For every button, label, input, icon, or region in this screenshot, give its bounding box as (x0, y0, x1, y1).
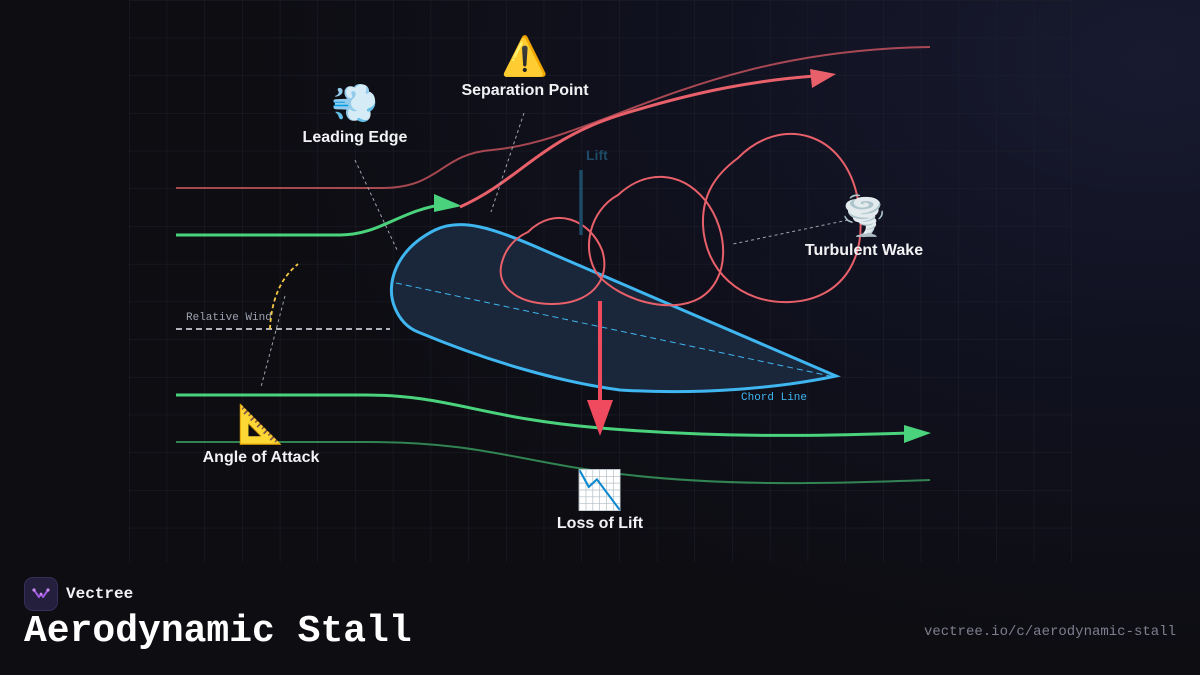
airfoil-shape (389, 223, 841, 394)
triangular-ruler-icon: 📐 (237, 402, 284, 446)
brand-name: Vectree (66, 585, 134, 603)
angle-of-attack-arc (269, 263, 299, 330)
loss-of-lift-arrowhead (587, 400, 613, 436)
leading-edge-leader (354, 159, 399, 253)
lift-label: Lift (586, 147, 608, 163)
upper-attached-streamline (176, 202, 447, 237)
leading-edge-label: Leading Edge (303, 129, 408, 146)
warning-icon: ⚠️ (501, 34, 548, 78)
vortex-medium (587, 175, 725, 307)
loss-of-lift-label: Loss of Lift (557, 515, 644, 532)
leading-edge-icon: 💨 (331, 81, 378, 125)
angle-of-attack-leader (260, 295, 286, 388)
upper-separated-flow-curve (459, 74, 816, 209)
chord-line-label: Chord Line (741, 392, 807, 404)
upper-separated-streamline (176, 46, 931, 189)
tornado-icon: 🌪️ (840, 193, 887, 239)
page-url[interactable]: vectree.io/c/aerodynamic-stall (923, 624, 1176, 640)
separation-point-label: Separation Point (461, 82, 589, 99)
lower-attached-arrowhead (904, 425, 931, 443)
relative-wind-label: Relative Wind (186, 312, 272, 324)
angle-of-attack-label: Angle of Attack (203, 449, 320, 466)
vortex-large (701, 133, 862, 304)
footer: Vectree Aerodynamic Stall vectree.io/c/a… (0, 560, 1200, 675)
turbulent-wake-label: Turbulent Wake (805, 242, 923, 259)
upper-attached-arrowhead (434, 194, 462, 212)
upper-separated-arrowhead (810, 69, 836, 88)
turbulent-wake-leader (732, 219, 849, 245)
brand[interactable]: Vectree (24, 577, 133, 611)
chart-decreasing-icon: 📉 (576, 468, 623, 512)
vectree-logo-icon (24, 577, 58, 611)
page-title: Aerodynamic Stall (24, 610, 412, 653)
separation-point-leader (490, 112, 525, 213)
lower-streamline (176, 441, 931, 485)
chord-line (395, 282, 831, 377)
